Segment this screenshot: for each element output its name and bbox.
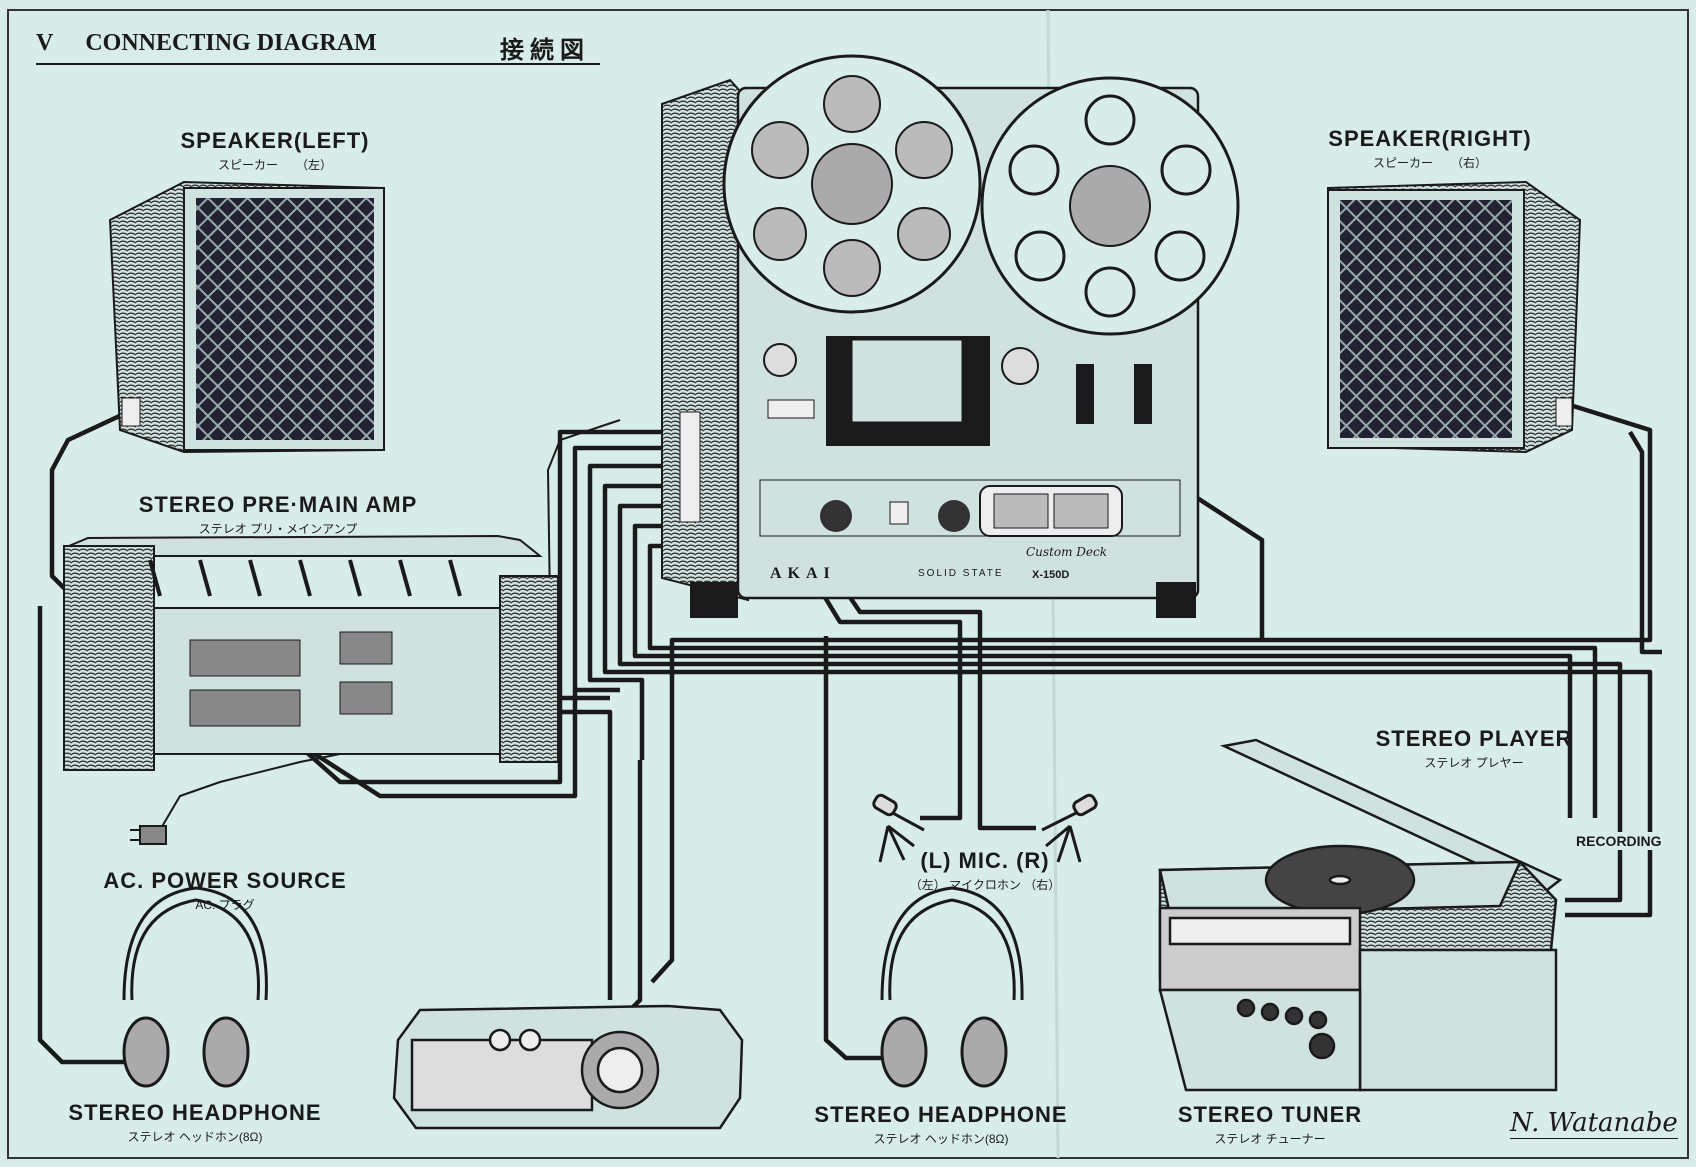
label-speaker-left: SPEAKER(LEFT) スピーカー （左） <box>170 128 380 173</box>
label-headphone-right-jp: ステレオ ヘッドホン(8Ω) <box>873 1132 1009 1146</box>
deck-subtitle: SOLID STATE <box>918 568 1004 579</box>
label-amp-en: STEREO PRE·MAIN AMP <box>138 492 418 517</box>
ac-plug <box>130 825 167 845</box>
label-mic: (L) MIC. (R) （左） マイクロホン （右） <box>900 848 1070 893</box>
label-headphone-left-en: STEREO HEADPHONE <box>68 1100 322 1125</box>
deck-model: X-150D <box>1032 569 1069 581</box>
label-player-jp: ステレオ プレヤー <box>1424 756 1524 770</box>
label-player: STEREO PLAYER ステレオ プレヤー <box>1364 726 1584 771</box>
label-headphone-left-jp: ステレオ ヘッドホン(8Ω) <box>127 1130 263 1144</box>
label-headphone-right-en: STEREO HEADPHONE <box>814 1102 1068 1127</box>
headphone-right <box>880 886 1024 1088</box>
label-mic-jp: （左） マイクロホン （右） <box>909 878 1061 892</box>
label-ac-power-jp: AC. プラグ <box>195 898 255 912</box>
title-text: CONNECTING DIAGRAM <box>85 30 377 56</box>
label-tuner: STEREO TUNER ステレオ チューナー <box>1160 1102 1380 1147</box>
label-tuner-jp: ステレオ チューナー <box>1214 1132 1326 1146</box>
console-device <box>392 1004 744 1130</box>
tape-deck: AKAI SOLID STATE Custom Deck X-150D <box>661 54 1240 618</box>
headphone-left <box>122 886 268 1088</box>
label-speaker-right-jp: スピーカー （右） <box>1372 156 1487 170</box>
title-japanese: 接続図 <box>500 38 590 64</box>
speaker-left <box>108 180 385 454</box>
label-headphone-left: STEREO HEADPHONE ステレオ ヘッドホン(8Ω) <box>60 1100 330 1145</box>
mic-right <box>1041 793 1098 863</box>
deck-script: Custom Deck <box>1026 545 1107 559</box>
label-player-en: STEREO PLAYER <box>1375 726 1573 751</box>
label-speaker-right: SPEAKER(RIGHT) スピーカー （右） <box>1320 126 1540 171</box>
stereo-tuner <box>1158 906 1558 1092</box>
label-amp: STEREO PRE·MAIN AMP ステレオ プリ・メインアンプ <box>120 492 436 537</box>
page-title: V CONNECTING DIAGRAM 接続図 <box>36 30 600 65</box>
label-tuner-en: STEREO TUNER <box>1177 1102 1363 1127</box>
page-border <box>7 9 1689 1159</box>
signature: N. Watanabe <box>1510 1108 1678 1139</box>
label-speaker-right-en: SPEAKER(RIGHT) <box>1328 126 1532 151</box>
label-speaker-left-en: SPEAKER(LEFT) <box>180 128 370 153</box>
recording-label: RECORDING <box>1574 832 1664 850</box>
stereo-amp <box>63 534 559 771</box>
speaker-right <box>1327 180 1582 454</box>
label-ac-power: AC. POWER SOURCE AC. プラグ <box>90 868 360 913</box>
mic-left <box>872 793 925 863</box>
deck-brand: AKAI <box>770 565 836 582</box>
title-number: V <box>36 30 54 56</box>
label-speaker-left-jp: スピーカー （左） <box>217 158 332 172</box>
label-mic-en: (L) MIC. (R) <box>920 848 1050 873</box>
label-headphone-right: STEREO HEADPHONE ステレオ ヘッドホン(8Ω) <box>806 1102 1076 1147</box>
label-amp-jp: ステレオ プリ・メインアンプ <box>198 522 358 536</box>
label-ac-power-en: AC. POWER SOURCE <box>103 868 347 893</box>
